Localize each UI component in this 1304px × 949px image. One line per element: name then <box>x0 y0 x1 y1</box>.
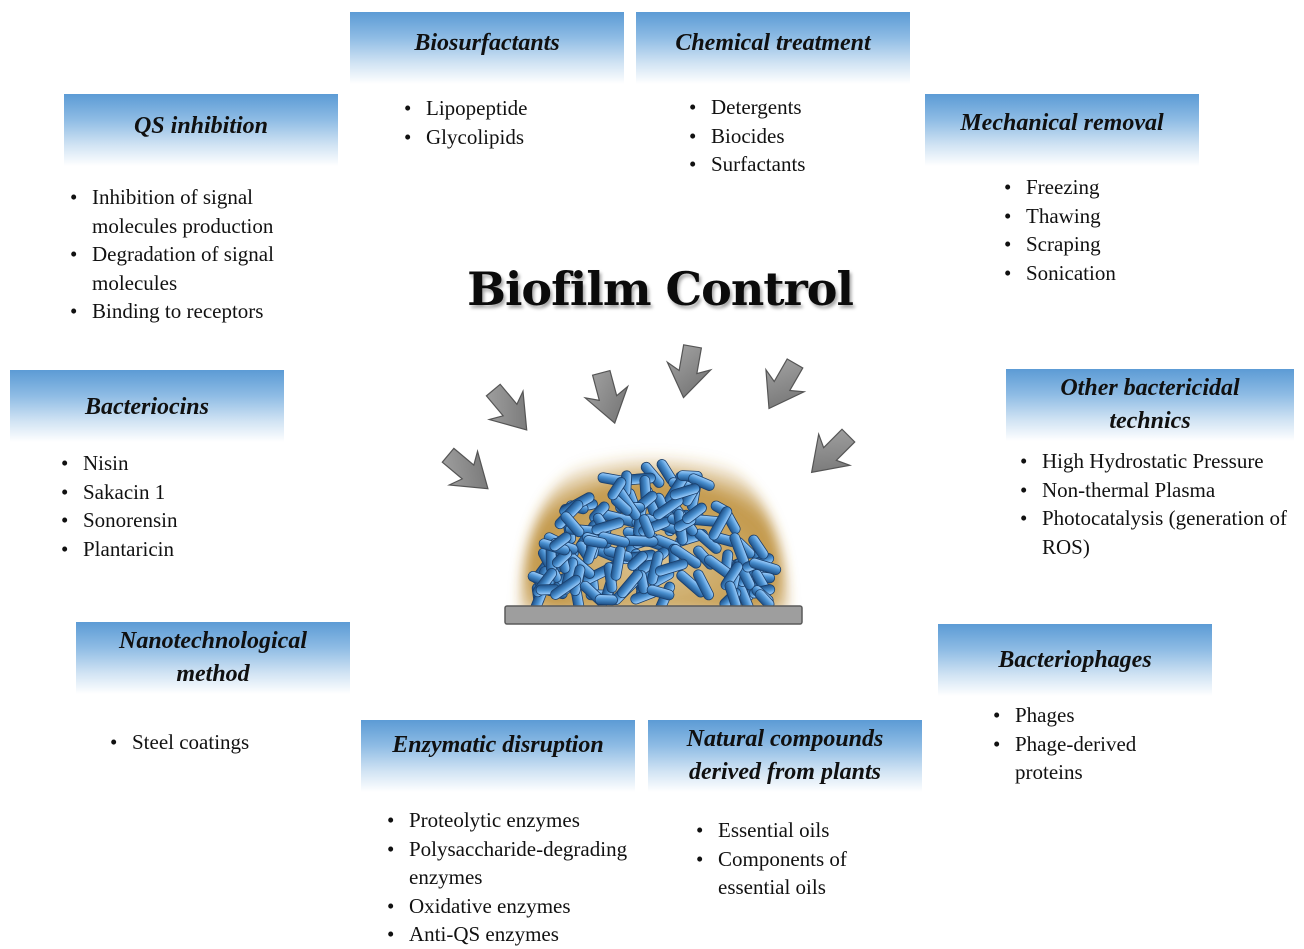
arrow-icon <box>485 383 528 431</box>
other-bactericidal-heading: Other bactericidal technics <box>1006 369 1294 441</box>
list-item: Components of essential oils <box>690 845 890 902</box>
natural-compounds-heading: Natural compounds derived from plants <box>648 720 922 792</box>
bacterium-rod <box>654 558 689 577</box>
bacterium-rod <box>617 569 643 599</box>
bacterium-rod <box>550 574 582 600</box>
biosurfactants-heading: Biosurfactants <box>350 12 624 84</box>
arrow-icon <box>810 428 856 474</box>
list-item: Sonication <box>998 259 1238 288</box>
bacterium-rod <box>549 531 572 552</box>
qs-inhibition-heading: QS inhibition <box>64 94 338 166</box>
list-item: Degradation of signal molecules <box>64 240 324 297</box>
qs-inhibition-list: Inhibition of signal molecules productio… <box>64 183 324 326</box>
nanotechnological-list: Steel coatings <box>104 728 344 757</box>
arrow-icon <box>583 369 629 425</box>
bacterium-rod <box>646 584 675 601</box>
list-item: Phage-derived proteins <box>987 730 1187 787</box>
list-item: Binding to receptors <box>64 297 324 326</box>
arrow-icons <box>441 344 856 490</box>
bacterium-rod <box>591 517 625 535</box>
bacterium-rod <box>560 511 585 538</box>
enzymatic-disruption-heading: Enzymatic disruption <box>361 720 635 792</box>
mechanical-removal-heading: Mechanical removal <box>925 94 1199 166</box>
enzymatic-disruption-list: Proteolytic enzymes Polysaccharide-degra… <box>381 806 631 949</box>
list-item: Detergents <box>683 93 923 122</box>
bacteriocins-heading: Bacteriocins <box>10 370 284 442</box>
list-item: Freezing <box>998 173 1238 202</box>
list-item: Lipopeptide <box>398 94 638 123</box>
list-item: Polysaccharide-degrading enzymes <box>381 835 631 892</box>
biosurfactants-list: Lipopeptide Glycolipids <box>398 94 638 151</box>
arrow-icon <box>765 358 807 410</box>
list-item: Proteolytic enzymes <box>381 806 631 835</box>
list-item: Glycolipids <box>398 123 638 152</box>
list-item: Plantaricin <box>55 535 295 564</box>
list-item: Oxidative enzymes <box>381 892 631 921</box>
list-item: Nisin <box>55 449 295 478</box>
bacterium-rod <box>638 514 655 539</box>
list-item: Photocatalysis (generation of ROS) <box>1014 504 1302 561</box>
bacteriophages-heading: Bacteriophages <box>938 624 1212 696</box>
bacterium-rod <box>598 531 630 548</box>
bacterium-rod <box>627 550 648 571</box>
bacterium-rod <box>749 557 782 576</box>
other-bactericidal-list: High Hydrostatic Pressure Non-thermal Pl… <box>1014 447 1302 561</box>
biofilm-illustration <box>441 344 856 625</box>
substrate-plate <box>504 605 803 625</box>
natural-compounds-list: Essential oils Components of essential o… <box>690 816 890 902</box>
bacterium-rod <box>682 502 707 524</box>
list-item: Steel coatings <box>104 728 344 757</box>
bacterium-rod <box>594 594 618 606</box>
bacterium-rod <box>607 476 627 501</box>
list-item: Non-thermal Plasma <box>1014 476 1302 505</box>
chemical-treatment-list: Detergents Biocides Surfactants <box>683 93 923 179</box>
list-item: Inhibition of signal molecules productio… <box>64 183 324 240</box>
bacterium-rod <box>708 506 733 541</box>
list-item: Sonorensin <box>55 506 295 535</box>
mechanical-removal-list: Freezing Thawing Scraping Sonication <box>998 173 1238 287</box>
list-item: Thawing <box>998 202 1238 231</box>
list-item: Anti-QS enzymes <box>381 920 631 949</box>
arrow-icon <box>441 447 489 490</box>
list-item: Sakacin 1 <box>55 478 295 507</box>
nanotechnological-heading: Nanotechnological method <box>76 622 350 694</box>
list-item: Essential oils <box>690 816 890 845</box>
arrow-icon <box>665 344 713 399</box>
bacterium-rod <box>748 534 769 560</box>
list-item: Biocides <box>683 122 923 151</box>
bacterium-rod <box>692 569 714 601</box>
bacteria-cluster <box>527 459 782 616</box>
bacterium-rod <box>583 535 608 549</box>
diagram-title: Biofilm Control <box>467 262 854 316</box>
chemical-treatment-heading: Chemical treatment <box>636 12 910 84</box>
bacterium-rod <box>669 483 701 501</box>
list-item: High Hydrostatic Pressure <box>1014 447 1302 476</box>
bacteriophages-list: Phages Phage-derived proteins <box>987 701 1187 787</box>
list-item: Surfactants <box>683 150 923 179</box>
list-item: Scraping <box>998 230 1238 259</box>
bacteriocins-list: Nisin Sakacin 1 Sonorensin Plantaricin <box>55 449 295 563</box>
list-item: Phages <box>987 701 1187 730</box>
